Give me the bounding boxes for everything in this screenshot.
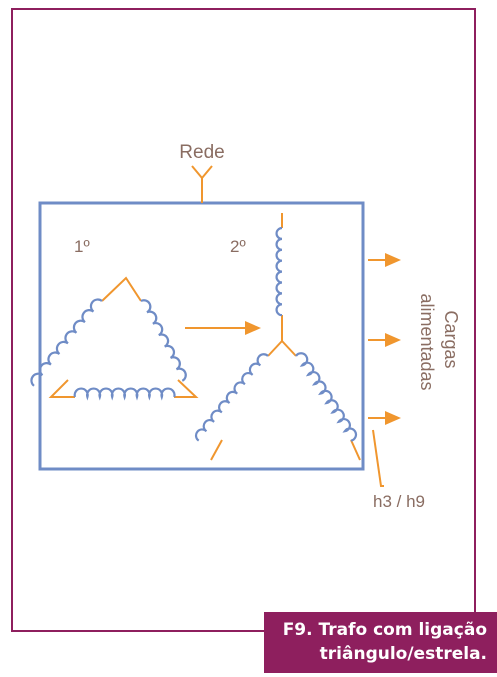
output-arrow-3 (368, 411, 401, 425)
network-label: Rede (179, 142, 224, 163)
output-arrow-2 (368, 333, 401, 347)
primary-label: 1º (74, 237, 90, 256)
output-arrow-1 (368, 253, 401, 267)
loads-label-line1: Cargas (441, 310, 461, 368)
caption-line-2: triângulo/estrela. (319, 644, 487, 664)
loads-label-line2: alimentadas (417, 293, 437, 390)
harmonic-line (372, 429, 384, 487)
secondary-star-winding (194, 213, 361, 461)
caption-line-1: F9. Trafo com ligação (282, 620, 487, 640)
loads-label: Cargas alimentadas (417, 293, 461, 390)
secondary-label: 2º (230, 237, 246, 256)
figure-caption: F9. Trafo com ligação triângulo/estrela. (264, 612, 497, 673)
transfer-arrow (185, 321, 261, 335)
output-arrows (368, 253, 401, 425)
figure-frame (11, 8, 476, 632)
harmonic-label: h3 / h9 (373, 492, 425, 511)
primary-delta-winding (30, 276, 199, 401)
network-connector (191, 165, 213, 203)
